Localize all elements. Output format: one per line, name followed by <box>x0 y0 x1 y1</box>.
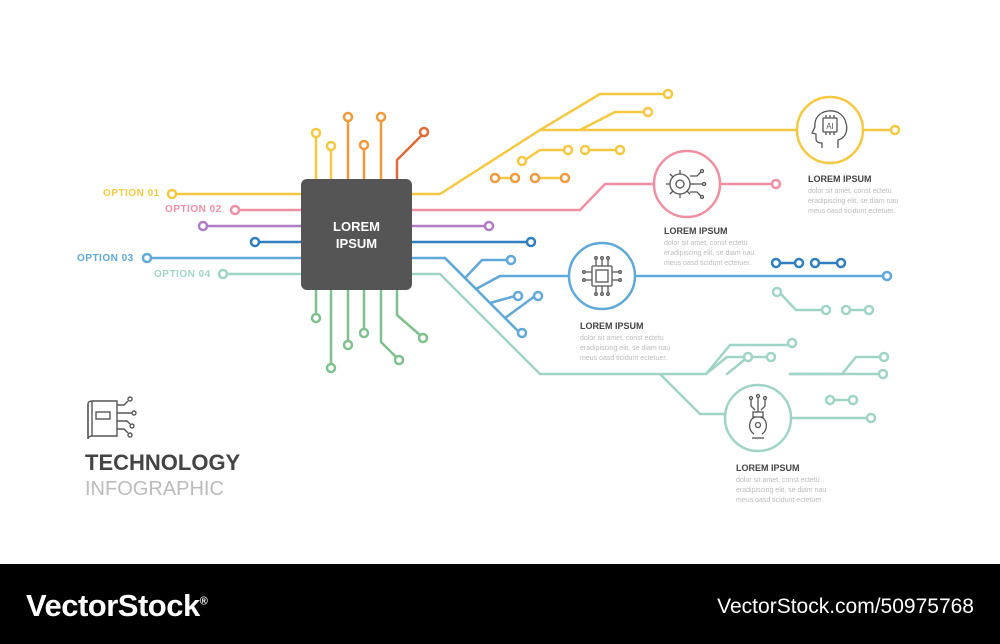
footer-logo-text: VectorStock <box>26 588 200 623</box>
claw-node-circle <box>723 383 793 453</box>
svg-text:AI: AI <box>826 122 834 131</box>
node-title-claw: LOREM IPSUM <box>736 463 800 473</box>
node-desc-gear: dolor sit amet, const ectetu eradipiscin… <box>664 240 755 267</box>
brand-title: TECHNOLOGY <box>85 450 241 475</box>
red-orange-traces <box>395 133 424 181</box>
node-desc-ai: dolor sit amet, const ectetu eradipiscin… <box>808 188 899 215</box>
footer-bar: VectorStock® VectorStock.com/50975768 <box>0 564 1000 644</box>
green-pads <box>310 312 429 374</box>
infographic-canvas: AI <box>77 88 901 504</box>
dark-blue-pads <box>249 236 847 269</box>
footer-logo[interactable]: VectorStock® <box>26 588 208 624</box>
node-desc-claw: dolor sit amet, const ectetu eradipiscin… <box>736 477 827 504</box>
orange-pads <box>342 111 571 184</box>
robot-claw-icon <box>748 393 768 439</box>
chip-title-line2: IPSUM <box>335 235 378 251</box>
yellow-pads <box>166 88 901 200</box>
ai-node-circle <box>795 95 865 165</box>
light-blue-pads <box>141 252 893 339</box>
node-title-chip: LOREM IPSUM <box>580 321 644 331</box>
node-desc-chip: dolor sit amet, const ectetu eradipiscin… <box>580 335 671 362</box>
brand-subtitle: INFOGRAPHIC <box>85 478 224 500</box>
purple-pads <box>197 220 495 232</box>
node-title-gear: LOREM IPSUM <box>664 226 728 236</box>
option-label-03: OPTION 03 <box>77 253 134 264</box>
pink-traces <box>236 182 775 212</box>
node-title-ai: LOREM IPSUM <box>808 174 872 184</box>
registered-mark: ® <box>199 595 208 608</box>
mint-pads <box>217 268 890 424</box>
chip-node-circle <box>567 241 637 311</box>
chip-title-line1: LOREM <box>333 218 380 234</box>
circuit-book-icon <box>87 396 137 440</box>
dark-blue-traces <box>256 240 840 265</box>
light-blue-traces <box>148 256 886 335</box>
option-label-01: OPTION 01 <box>103 188 160 199</box>
green-traces <box>314 288 423 367</box>
central-chip: LOREM IPSUM <box>301 179 412 290</box>
pink-pads <box>229 178 782 216</box>
orange-traces <box>346 118 383 181</box>
gear-node-circle <box>652 149 722 219</box>
gear-cog-icon <box>666 168 707 200</box>
red-orange-pads <box>418 126 430 138</box>
footer-image-id: VectorStock.com/50975768 <box>717 595 974 618</box>
ai-head-icon: AI <box>811 110 848 148</box>
option-label-02: OPTION 02 <box>165 204 222 215</box>
microchip-icon <box>582 256 622 296</box>
yellow-traces <box>173 92 894 196</box>
circuit-lines: AI <box>87 88 901 453</box>
mint-traces <box>224 272 883 420</box>
option-label-04: OPTION 04 <box>154 269 211 280</box>
